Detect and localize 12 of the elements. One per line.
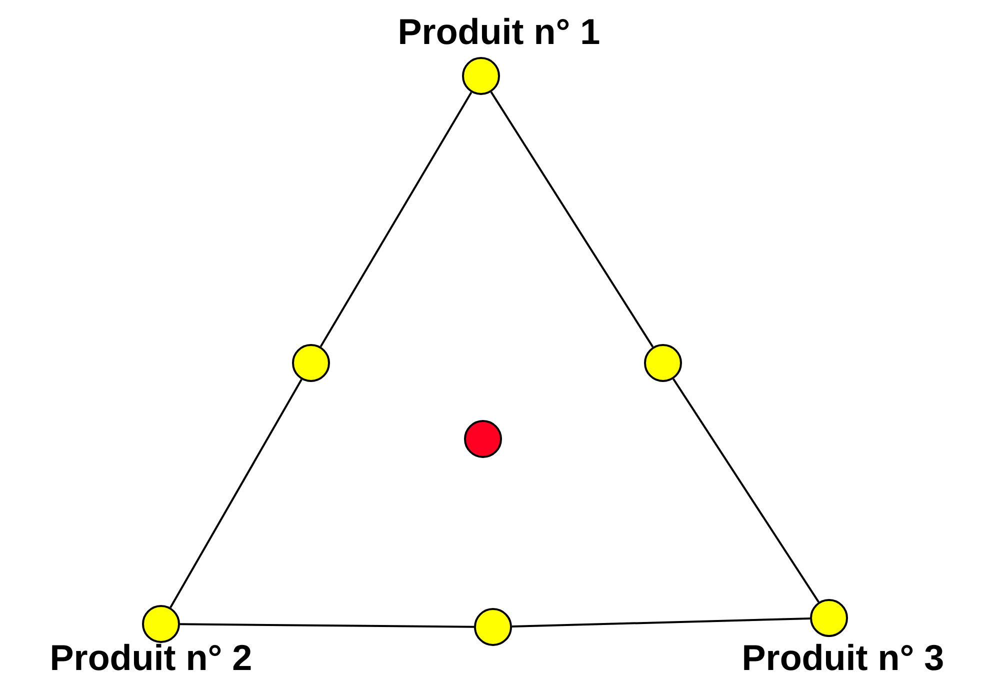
- vertex-label: Produit n° 3: [742, 640, 944, 676]
- point-marker: [644, 344, 682, 382]
- point-marker: [292, 344, 330, 382]
- point-marker: [474, 608, 512, 646]
- vertex-label: Produit n° 1: [398, 14, 600, 50]
- vertex-label: Produit n° 2: [50, 640, 252, 676]
- connector-line: [672, 378, 820, 603]
- connector-line: [490, 92, 654, 348]
- point-marker: [464, 420, 502, 458]
- connector-line: [320, 92, 472, 348]
- connector-line: [180, 623, 474, 628]
- connector-line: [512, 618, 810, 628]
